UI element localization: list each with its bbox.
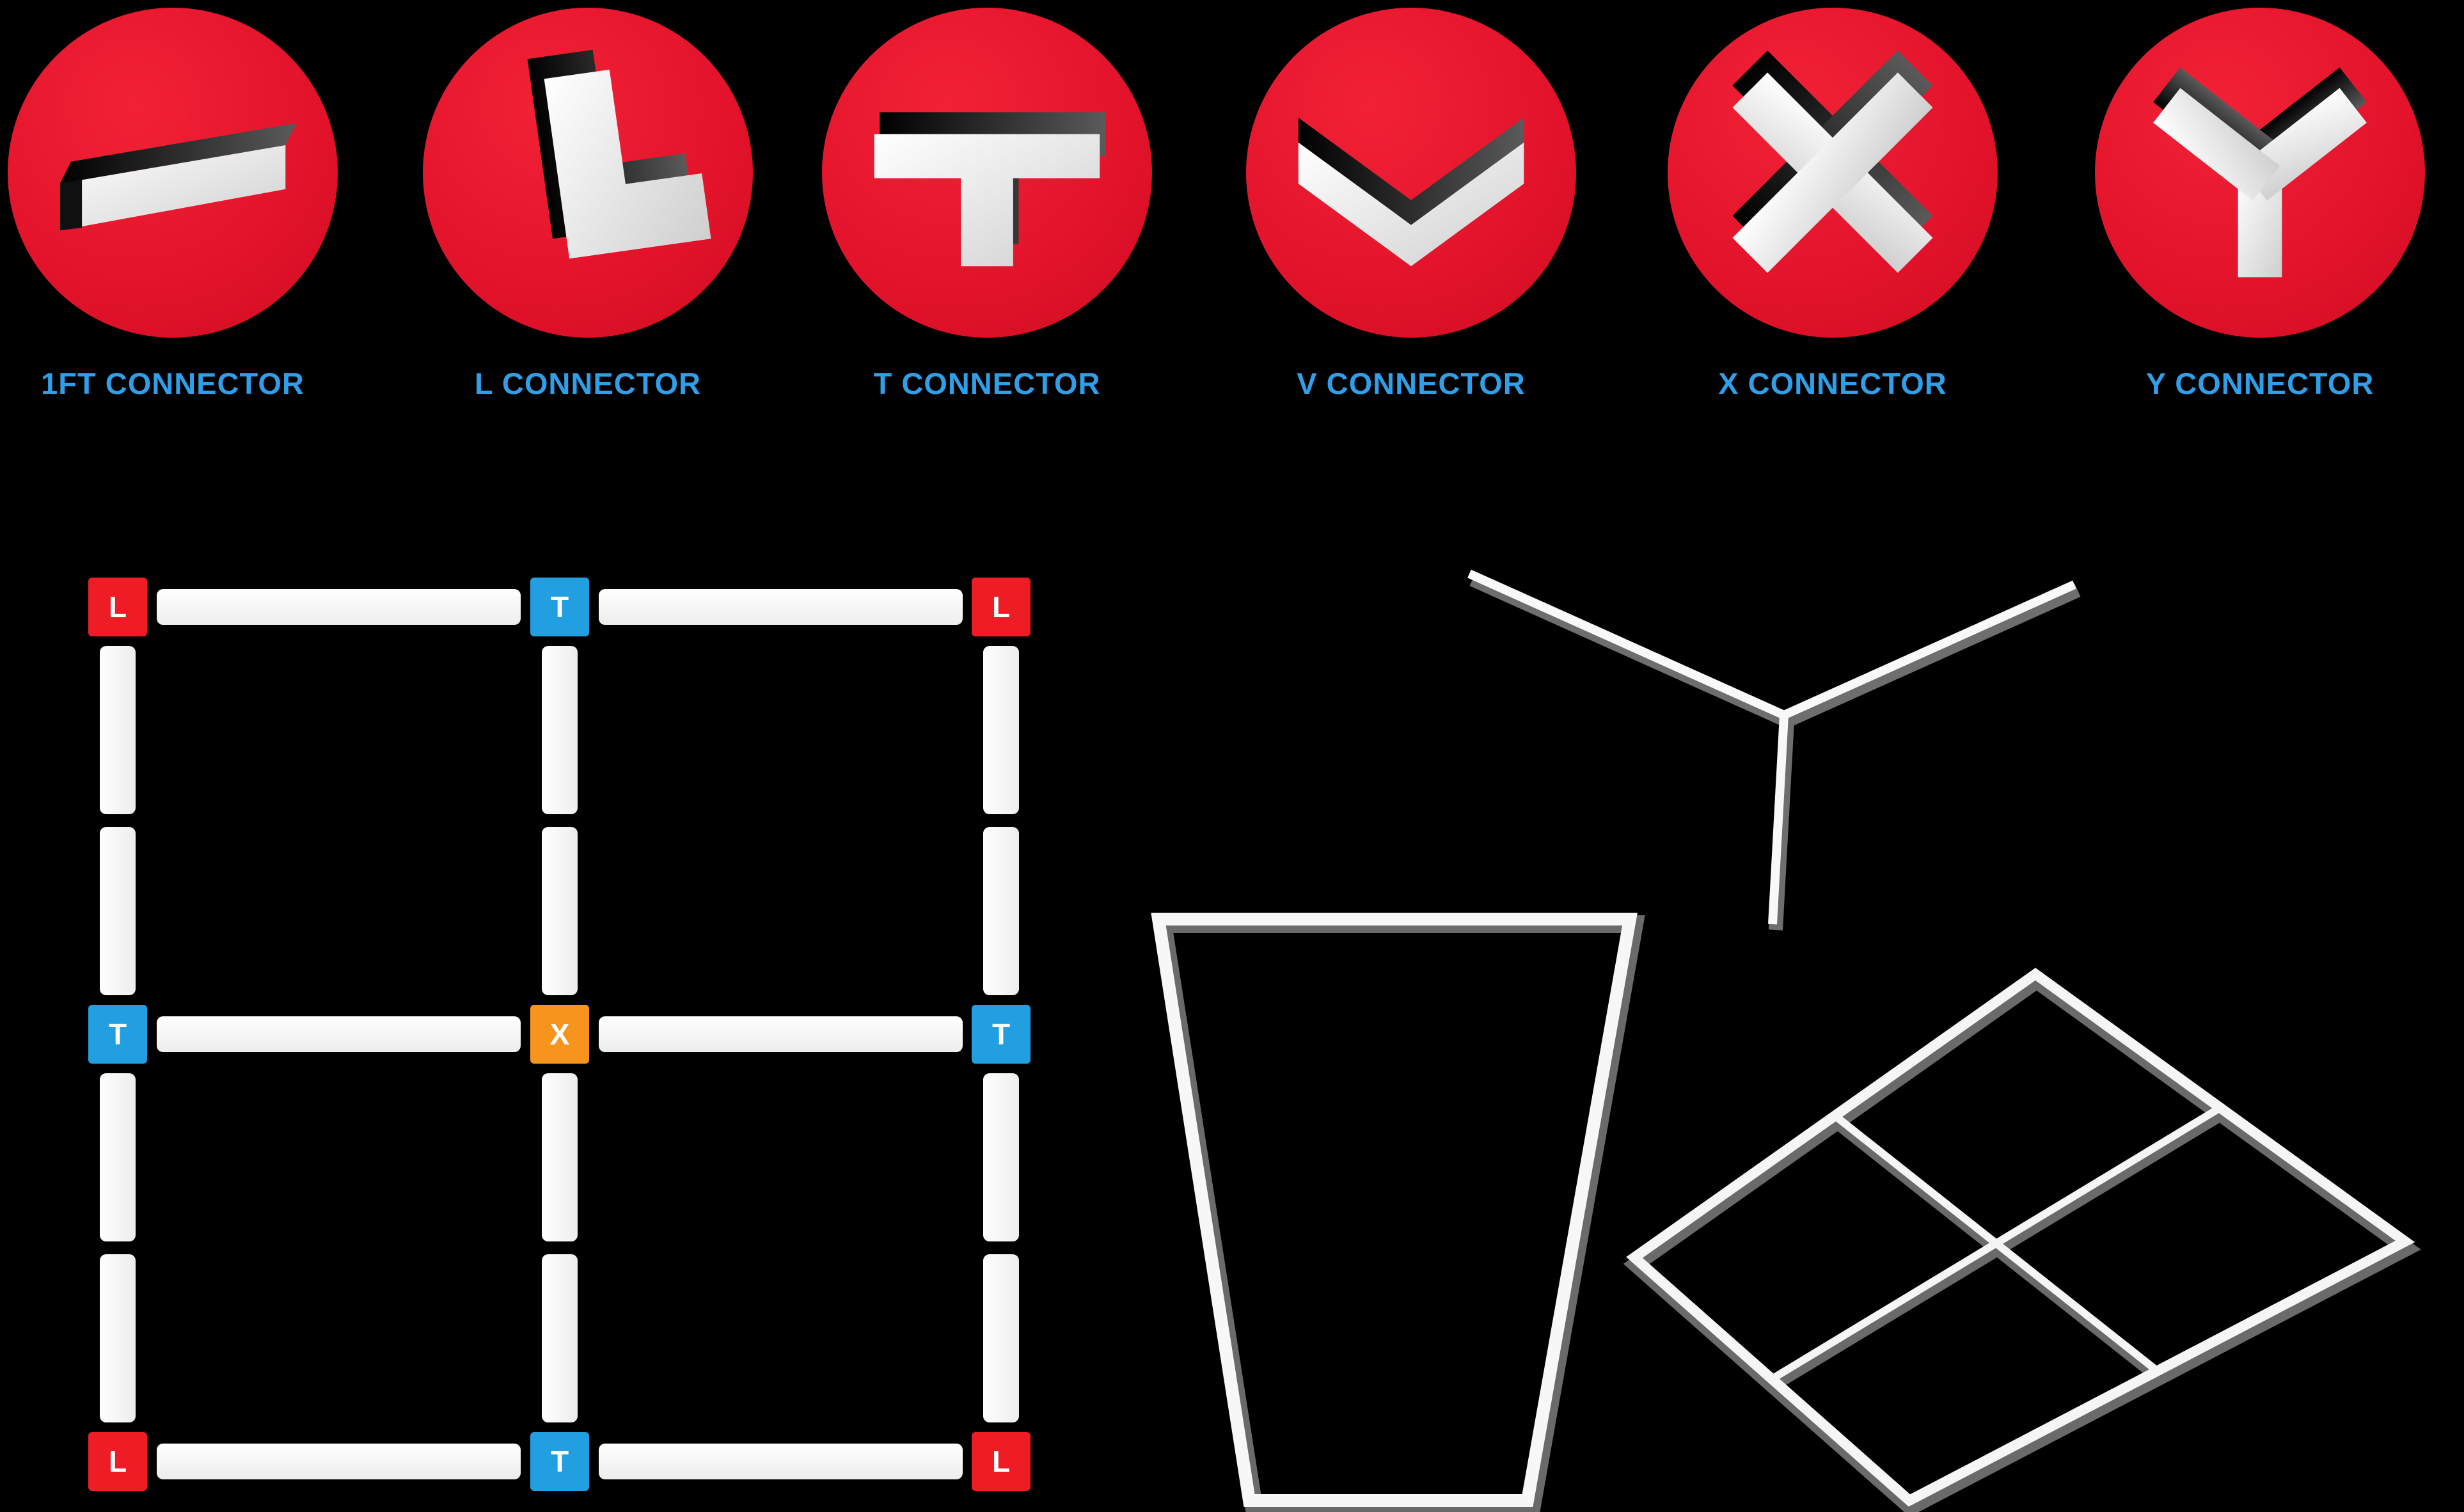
tapered-frame-assembly-render (1151, 913, 1645, 1512)
track-bar (100, 827, 136, 995)
connector-node-l: L (88, 1432, 147, 1491)
red-circle-badge (423, 8, 753, 338)
track-bar (983, 827, 1019, 995)
legend-item-v: V CONNECTOR (1246, 8, 1576, 401)
connector-node-x: X (530, 1005, 589, 1064)
v-connector-icon (1298, 118, 1524, 267)
track-bar (100, 1073, 136, 1241)
track-bar (157, 1444, 521, 1479)
red-circle-badge (8, 8, 338, 338)
x-connector-icon (1732, 51, 1933, 273)
track-bar (100, 646, 136, 814)
track-bar (157, 589, 521, 625)
legend-label: Y CONNECTOR (2145, 366, 2374, 400)
straight-connector-icon (59, 123, 297, 231)
track-bar (542, 646, 578, 814)
track-bar (599, 1016, 963, 1052)
legend-item-x: X CONNECTOR (1668, 8, 1998, 401)
legend-item-l: L CONNECTOR (423, 8, 753, 401)
connector-node-t: T (88, 1005, 147, 1064)
t-connector-icon (874, 112, 1105, 267)
track-bar (599, 1444, 963, 1479)
red-circle-badge (2095, 8, 2425, 338)
legend-item-y: Y CONNECTOR (2095, 8, 2425, 401)
connector-node-t: T (530, 1432, 589, 1491)
track-bar (599, 589, 963, 625)
legend-item-t: T CONNECTOR (822, 8, 1152, 401)
y-shape-assembly-render (1467, 569, 2081, 931)
track-bar (100, 1254, 136, 1422)
track-bar (542, 1254, 578, 1422)
y-connector-icon (2153, 67, 2367, 278)
connector-node-l: L (972, 1432, 1031, 1491)
legend-item-1ft: 1FT CONNECTOR (8, 8, 338, 401)
diamond-grid-assembly-render (1623, 968, 2421, 1512)
track-bar (157, 1016, 521, 1052)
track-bar (983, 1073, 1019, 1241)
connector-node-t: T (972, 1005, 1031, 1064)
legend-label: V CONNECTOR (1297, 366, 1526, 400)
connector-node-t: T (530, 578, 589, 636)
track-bar (983, 1254, 1019, 1422)
track-bar (542, 827, 578, 995)
red-circle-badge (822, 8, 1152, 338)
red-circle-badge (1246, 8, 1576, 338)
legend-label: 1FT CONNECTOR (41, 366, 304, 400)
red-circle-badge (1668, 8, 1998, 338)
legend-label: L CONNECTOR (475, 366, 701, 400)
track-bar (542, 1073, 578, 1241)
connector-node-l: L (88, 578, 147, 636)
connector-node-l: L (972, 578, 1031, 636)
legend-label: X CONNECTOR (1718, 366, 1947, 400)
legend-label: T CONNECTOR (873, 366, 1101, 400)
track-bar (983, 646, 1019, 814)
l-connector-icon (527, 49, 711, 259)
